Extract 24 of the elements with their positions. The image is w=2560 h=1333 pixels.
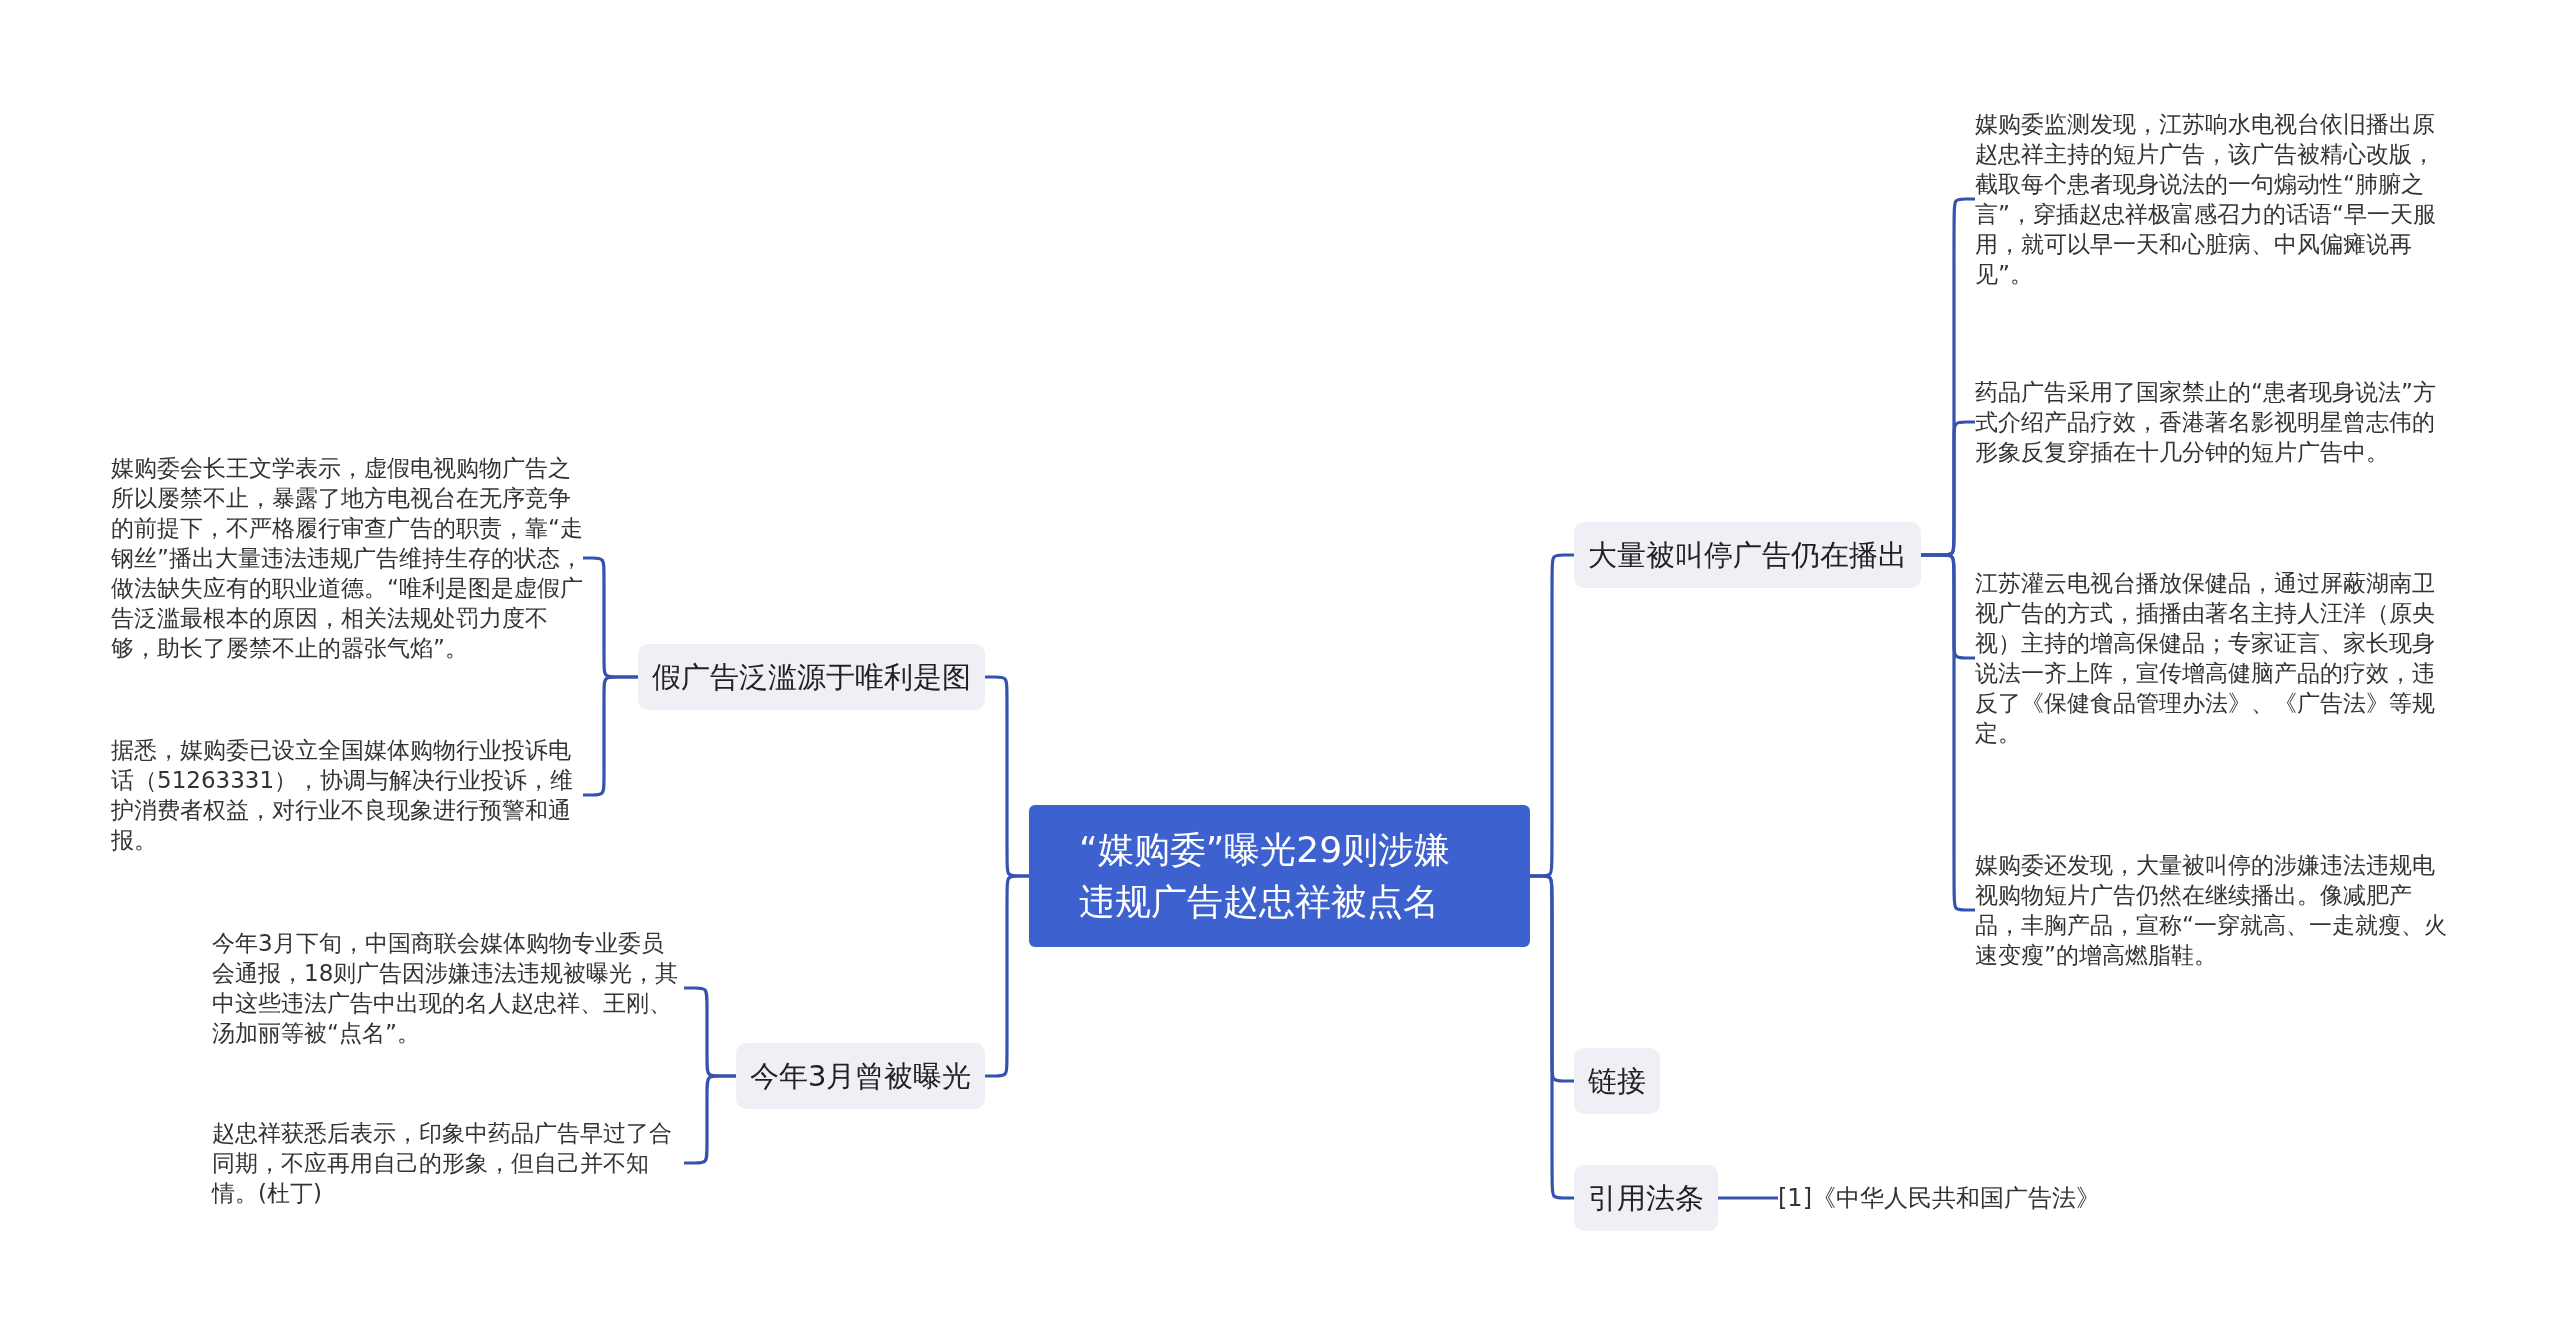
topic-box xyxy=(1574,1048,1660,1114)
note-text: 今年3月下旬，中国商联会媒体购物专业委员会通报，18则广告因涉嫌违法违规被曝光，其中这些违法广告中出现的名人赵忠祥、王刚、汤加丽等被“点名”。 xyxy=(212,929,680,1048)
note-text: 据悉，媒购委已设立全国媒体购物行业投诉电话（51263331），协调与解决行业投诉，维护消费者权益，对行业不良现象进行预警和通报。 xyxy=(111,736,575,855)
topic-box xyxy=(638,644,985,710)
central-topic-text: “媒购委”曝光29则涉嫌违规广告赵忠祥被点名 xyxy=(1079,828,1452,924)
note-text: 媒购委还发现，大量被叫停的涉嫌违法违规电视购物短片广告仍然在继续播出。像减肥产品，丰胸产品，宣称“一穿就高、一走就瘦、火速变瘦”的增高燃脂鞋。 xyxy=(1975,851,2448,970)
note-text: 媒购委会长王文学表示，虚假电视购物广告之所以屡禁不止，暴露了地方电视台在无序竞争的前提下，不严格履行审查广告的职责，靠“走钢丝”播出大量违法违规广告维持生存的状态，做法缺失应有的职业道德。“唯利是图是虚假广告泛滥最根本的原因，相关法规处罚力度不够，助长了屡禁不止的嚣张气焰”。 xyxy=(111,454,583,663)
reference-text: [1]《中华人民共和国广告法》 xyxy=(1778,1183,2100,1213)
topic-text: 引用法条 xyxy=(1588,1180,1704,1216)
topic-text: 今年3月曾被曝光 xyxy=(750,1058,972,1094)
connector-line xyxy=(1530,874,1574,1200)
topic-box xyxy=(1574,1165,1718,1231)
note-text: 江苏灌云电视台播放保健品，通过屏蔽湖南卫视广告的方式，插播由著名主持人汪洋（原央视）主持的增高保健品；专家证言、家长现身说法一齐上阵，宣传增高健脑产品的疗效，违反了《保健食品管理办法》、《广告法》等规定。 xyxy=(1975,569,2436,748)
topic-box xyxy=(1574,522,1921,588)
note-text: 赵忠祥获悉后表示，印象中药品广告早过了合同期，不应再用自己的形象，但自己并不知情。(杜丁) xyxy=(212,1119,673,1208)
central-topic-box xyxy=(1029,805,1530,947)
connector-line xyxy=(1718,1196,1778,1200)
topic-text: 链接 xyxy=(1588,1063,1646,1099)
topic-box xyxy=(736,1043,986,1109)
topic-text: 假广告泛滥源于唯利是图 xyxy=(652,659,971,695)
connector-line xyxy=(985,874,1029,1078)
topic-text: 大量被叫停广告仍在播出 xyxy=(1588,537,1907,573)
note-text: 媒购委监测发现，江苏响水电视台依旧播出原赵忠祥主持的短片广告，该广告被精心改版，截取每个患者现身说法的一句煽动性“肺腑之言”，穿插赵忠祥极富感召力的话语“早一天服用，就可以早一天和心脏病、中风偏瘫说再见”。 xyxy=(1975,110,2437,289)
note-text: 药品广告采用了国家禁止的“患者现身说法”方式介绍产品疗效，香港著名影视明星曾志伟的形象反复穿插在十几分钟的短片广告中。 xyxy=(1975,378,2437,467)
